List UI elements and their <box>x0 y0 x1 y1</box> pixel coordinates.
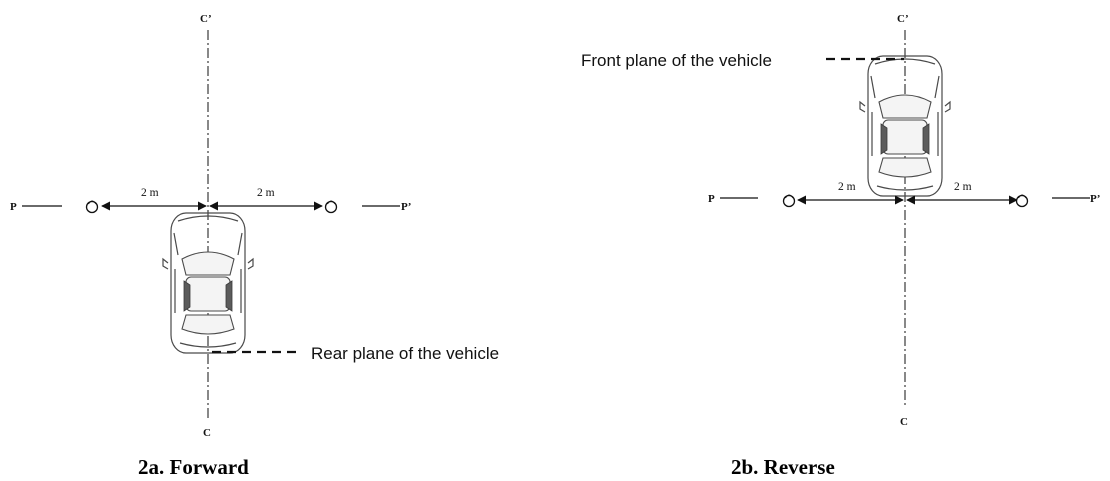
left-distance-label: 2 m <box>141 187 159 199</box>
panel-forward: C’ C P 2 m 2 m P’ Rear plane of the vehi… <box>10 13 499 479</box>
axis-bottom-label: C <box>203 427 211 439</box>
axis-top-label: C’ <box>200 13 212 25</box>
panel-reverse: C’ C Front plane of the vehicle P 2 m 2 … <box>581 13 1100 479</box>
axis-top-label: C’ <box>897 13 909 25</box>
left-pole-icon <box>85 200 99 214</box>
caption-reverse: 2b. Reverse <box>731 455 835 479</box>
right-point-label: P’ <box>1090 193 1100 205</box>
rear-plane-label: Rear plane of the vehicle <box>311 344 499 363</box>
left-pole-icon <box>782 194 796 208</box>
right-distance-label: 2 m <box>954 181 972 193</box>
left-point-label: P <box>10 201 17 213</box>
left-point-label: P <box>708 193 715 205</box>
front-plane-label: Front plane of the vehicle <box>581 51 772 70</box>
right-distance-label: 2 m <box>257 187 275 199</box>
right-pole-icon <box>324 200 338 214</box>
caption-forward: 2a. Forward <box>138 455 249 479</box>
left-distance-label: 2 m <box>838 181 856 193</box>
axis-bottom-label: C <box>900 416 908 428</box>
car-reverse-icon <box>859 55 951 197</box>
right-point-label: P’ <box>401 201 411 213</box>
right-pole-icon <box>1015 194 1029 208</box>
